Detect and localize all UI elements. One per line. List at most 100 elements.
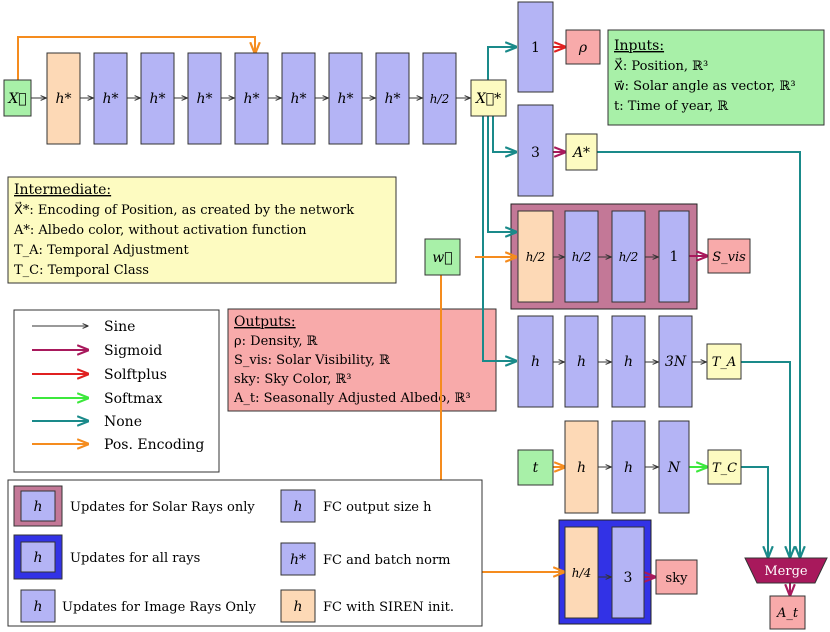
trunk-fc-half-layer: h/2 (422, 52, 457, 145)
svg-text:h: h (293, 599, 302, 615)
outputs-box-line: ρ: Density, ℝ (234, 334, 319, 349)
svg-text:h/2: h/2 (572, 250, 591, 264)
svg-text:h/4: h/4 (572, 566, 591, 580)
trunk-siren-layer: h* (46, 52, 81, 145)
sky-fc-layer: 3 (611, 526, 645, 619)
solar-fc-layer: h/2 (611, 210, 646, 303)
outputs-box-line: S_vis: Solar Visibility, ℝ (234, 353, 391, 368)
svg-text:S_vis: S_vis (712, 250, 746, 265)
time-fc-layer: h (611, 420, 646, 514)
svg-text:h: h (33, 550, 42, 566)
trunk-fc-layer: h* (328, 52, 363, 145)
svg-text:h*: h* (55, 91, 71, 107)
inputs-box-line: t: Time of year, ℝ (614, 99, 729, 114)
inputs-box-title: Inputs: (614, 38, 664, 54)
svg-text:h*: h* (102, 91, 118, 107)
svg-text:T_C: T_C (712, 461, 737, 476)
merge-node: Merge (744, 557, 828, 584)
svg-text:h: h (624, 460, 633, 476)
svg-text:3: 3 (624, 570, 633, 586)
legend-label-fc-batch-norm: FC and batch norm (323, 553, 451, 568)
outputs-box: Outputs: ρ: Density, ℝ S_vis: Solar Visi… (227, 308, 497, 412)
density-output-node: ρ (565, 29, 601, 65)
svg-text:w⃗: w⃗ (432, 250, 452, 266)
svg-text:h: h (33, 599, 42, 615)
time-siren-layer: h (564, 420, 599, 514)
temporal-adjustment-node: T_A (706, 343, 742, 380)
solar-siren-layer: h/2 (517, 210, 554, 303)
svg-text:h/2: h/2 (526, 250, 545, 264)
trunk-fc-layer: h* (234, 52, 269, 145)
edge-pos-encoding-skip (17, 36, 255, 80)
svg-text:h*: h* (290, 552, 306, 568)
svg-text:h*: h* (149, 91, 165, 107)
svg-text:1: 1 (531, 40, 540, 56)
input-position-node: X⃗ (3, 79, 32, 117)
svg-text:N: N (667, 460, 681, 476)
seasonal-albedo-output-node: A_t (769, 595, 806, 630)
inputs-box: Inputs: X⃗: Position, ℝ³ w⃗: Solar angle… (607, 29, 825, 126)
svg-text:h: h (531, 354, 540, 370)
outputs-box-title: Outputs: (234, 314, 296, 330)
arrow-legend: Sine Sigmoid Solftplus Softmax None Pos.… (13, 309, 220, 473)
intermediate-box: Intermediate: X⃗*: Encoding of Position,… (7, 176, 397, 284)
albedo-node: A* (565, 133, 598, 171)
svg-text:h*: h* (243, 91, 259, 107)
temporal-fc-output-layer: 3N (658, 315, 693, 408)
svg-text:h: h (577, 460, 586, 476)
block-legend: h Updates for Solar Rays only h FC outpu… (7, 479, 483, 627)
temporal-fc-layer: h (564, 315, 599, 408)
svg-text:T_A: T_A (712, 355, 737, 370)
svg-text:h/2: h/2 (619, 250, 638, 264)
intermediate-box-line: T_C: Temporal Class (14, 263, 149, 278)
svg-text:X⃗*: X⃗* (475, 91, 501, 107)
inputs-box-line: X⃗: Position, ℝ³ (614, 58, 708, 74)
legend-label-fc: FC output size h (323, 500, 432, 515)
legend-label-image-rays: Updates for Image Rays Only (62, 600, 257, 615)
svg-text:h*: h* (384, 91, 400, 107)
svg-text:h/2: h/2 (430, 92, 449, 106)
solar-fc-layer: h/2 (564, 210, 599, 303)
svg-text:h*: h* (290, 91, 306, 107)
trunk-fc-layer: h* (93, 52, 128, 145)
intermediate-box-line: T_A: Temporal Adjustment (14, 243, 190, 258)
intermediate-box-line: X⃗*: Encoding of Position, as created by… (14, 202, 354, 218)
time-fc-output-layer: N (658, 420, 690, 514)
legend-label-siren: FC with SIREN init. (323, 600, 454, 615)
svg-text:t: t (533, 460, 539, 476)
svg-text:h: h (33, 499, 42, 515)
legend-label-sine: Sine (104, 319, 135, 335)
svg-text:h*: h* (337, 91, 353, 107)
legend-label-softplus: Solftplus (104, 367, 167, 383)
svg-text:h*: h* (196, 91, 212, 107)
trunk-fc-layer: h* (187, 52, 222, 145)
svg-text:3: 3 (531, 145, 540, 161)
legend-label-sigmoid: Sigmoid (104, 343, 162, 359)
input-solar-angle-node: w⃗ (424, 238, 461, 276)
legend-label-softmax: Softmax (104, 391, 162, 407)
svg-text:h: h (577, 354, 586, 370)
legend-label-none: None (104, 414, 142, 430)
albedo-fc-layer: 3 (517, 104, 554, 197)
svg-text:ρ: ρ (578, 40, 588, 56)
outputs-box-line: sky: Sky Color, ℝ³ (234, 372, 352, 387)
temporal-class-node: T_C (707, 449, 742, 485)
position-encoding-node: X⃗* (470, 79, 507, 117)
intermediate-box-title: Intermediate: (14, 182, 111, 198)
legend-label-pos-encoding: Pos. Encoding (104, 437, 204, 453)
legend-label-all-rays: Updates for all rays (70, 551, 200, 566)
sky-siren-layer: h/4 (564, 526, 599, 619)
svg-text:h: h (624, 354, 633, 370)
solar-visibility-output-node: S_vis (707, 238, 751, 274)
inputs-box-line: w⃗: Solar angle as vector, ℝ³ (614, 79, 796, 94)
svg-text:Merge: Merge (764, 564, 808, 579)
trunk-fc-layer: h* (375, 52, 410, 145)
svg-text:1: 1 (670, 249, 679, 265)
trunk-fc-layer: h* (281, 52, 316, 145)
trunk-fc-layer: h* (140, 52, 175, 145)
temporal-fc-layer: h (611, 315, 646, 408)
sky-output-node: sky (655, 559, 698, 595)
intermediate-box-line: A*: Albedo color, without activation fun… (13, 223, 307, 238)
density-fc-layer: 1 (517, 1, 554, 93)
